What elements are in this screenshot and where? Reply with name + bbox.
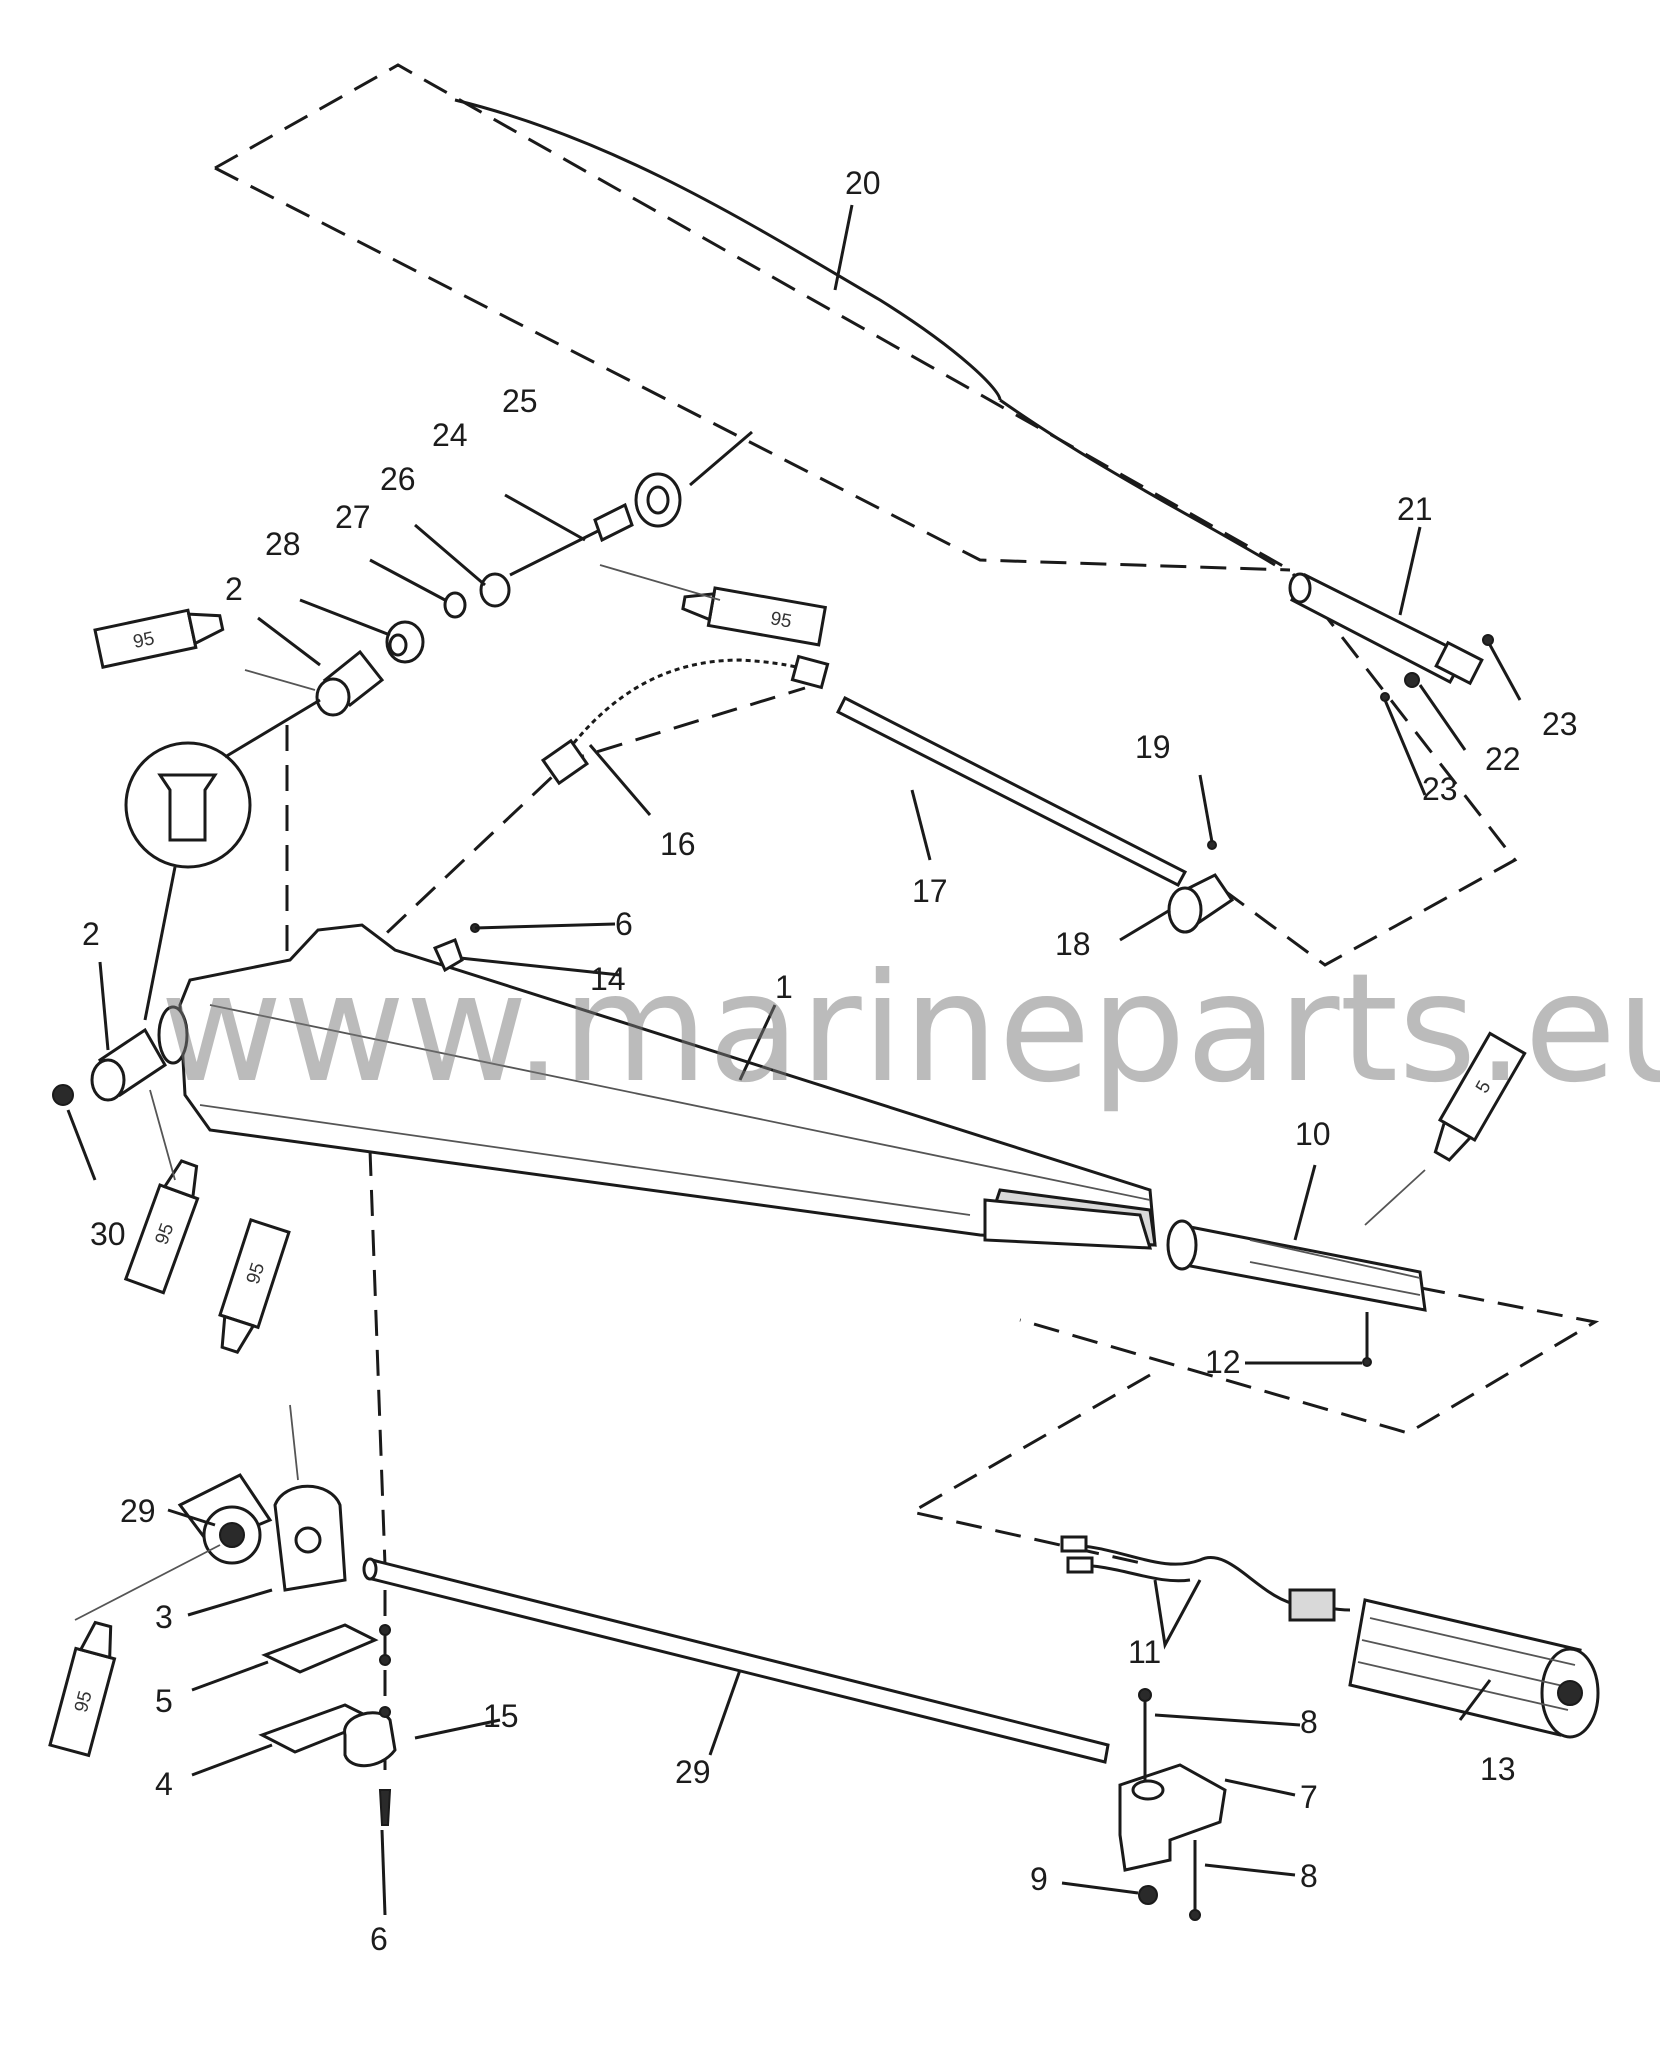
callout-30: 30 — [90, 1216, 126, 1252]
callout-8b: 8 — [1300, 1858, 1318, 1894]
lubricant-tube-icon: 95 — [681, 586, 828, 647]
lubricant-tube-icon: 95 — [218, 1218, 291, 1354]
callout-6b: 6 — [370, 1921, 388, 1957]
callout-17: 17 — [912, 873, 948, 909]
lower-left-hardware — [177, 1473, 397, 1826]
callout-15: 15 — [483, 1698, 519, 1734]
callout-4: 4 — [155, 1766, 173, 1802]
callout-11: 11 — [1128, 1634, 1161, 1670]
callout-29a: 29 — [120, 1493, 156, 1529]
callout-23a: 23 — [1542, 706, 1578, 742]
callout-6a: 6 — [615, 906, 633, 942]
lubricant-tube-icon: 95 — [123, 1159, 200, 1295]
callout-27: 27 — [335, 499, 371, 535]
callout-numbers: 20 21 23 22 23 19 18 17 16 25 24 26 27 2… — [82, 165, 1578, 1957]
pivot-fasteners — [52, 472, 682, 1106]
tube-label: 95 — [131, 628, 156, 653]
callout-19: 19 — [1135, 729, 1171, 765]
steering-rod — [362, 1557, 1110, 1764]
callout-22: 22 — [1485, 741, 1521, 777]
callout-3: 3 — [155, 1599, 173, 1635]
callout-5: 5 — [155, 1683, 173, 1719]
clamp-block — [1118, 1688, 1227, 1921]
callout-13: 13 — [1480, 1751, 1516, 1787]
callout-14: 14 — [590, 961, 626, 997]
callout-26: 26 — [380, 461, 416, 497]
callout-20: 20 — [845, 165, 881, 201]
callout-9: 9 — [1030, 1861, 1048, 1897]
lubricant-tube-icon: 95 — [93, 608, 225, 669]
lubricant-tube-icon: 95 — [48, 1620, 117, 1758]
callout-24: 24 — [432, 417, 468, 453]
callout-16: 16 — [660, 826, 696, 862]
callout-8a: 8 — [1300, 1704, 1318, 1740]
callout-18: 18 — [1055, 926, 1091, 962]
callout-7: 7 — [1300, 1779, 1318, 1815]
kill-switch-wiring — [1060, 1535, 1351, 1650]
callout-10: 10 — [1295, 1116, 1331, 1152]
callout-23b: 23 — [1422, 771, 1458, 807]
cable-end-rod — [1288, 572, 1494, 702]
lubricant-tube-icon: 5 — [1433, 1031, 1527, 1162]
callout-29b: 29 — [675, 1754, 711, 1790]
twist-grip — [1348, 1598, 1600, 1739]
leader-lines — [66, 204, 1522, 1916]
callout-25: 25 — [502, 383, 538, 419]
callout-21: 21 — [1397, 491, 1433, 527]
tube-label: 95 — [769, 608, 793, 632]
callout-12: 12 — [1205, 1344, 1241, 1380]
throttle-cable — [454, 98, 1276, 567]
callout-2b: 2 — [82, 916, 100, 952]
watermark-text: www.marineparts.eu — [160, 942, 1660, 1116]
lubricant-tubes: 95 95 95 95 95 5 — [48, 586, 1527, 1758]
callout-2a: 2 — [225, 571, 243, 607]
tiller-arm — [157, 923, 1427, 1367]
callout-28: 28 — [265, 526, 301, 562]
assembly-dashed-lines — [214, 63, 1600, 1770]
flexible-cable-assembly — [540, 654, 1235, 934]
callout-1: 1 — [775, 969, 793, 1005]
